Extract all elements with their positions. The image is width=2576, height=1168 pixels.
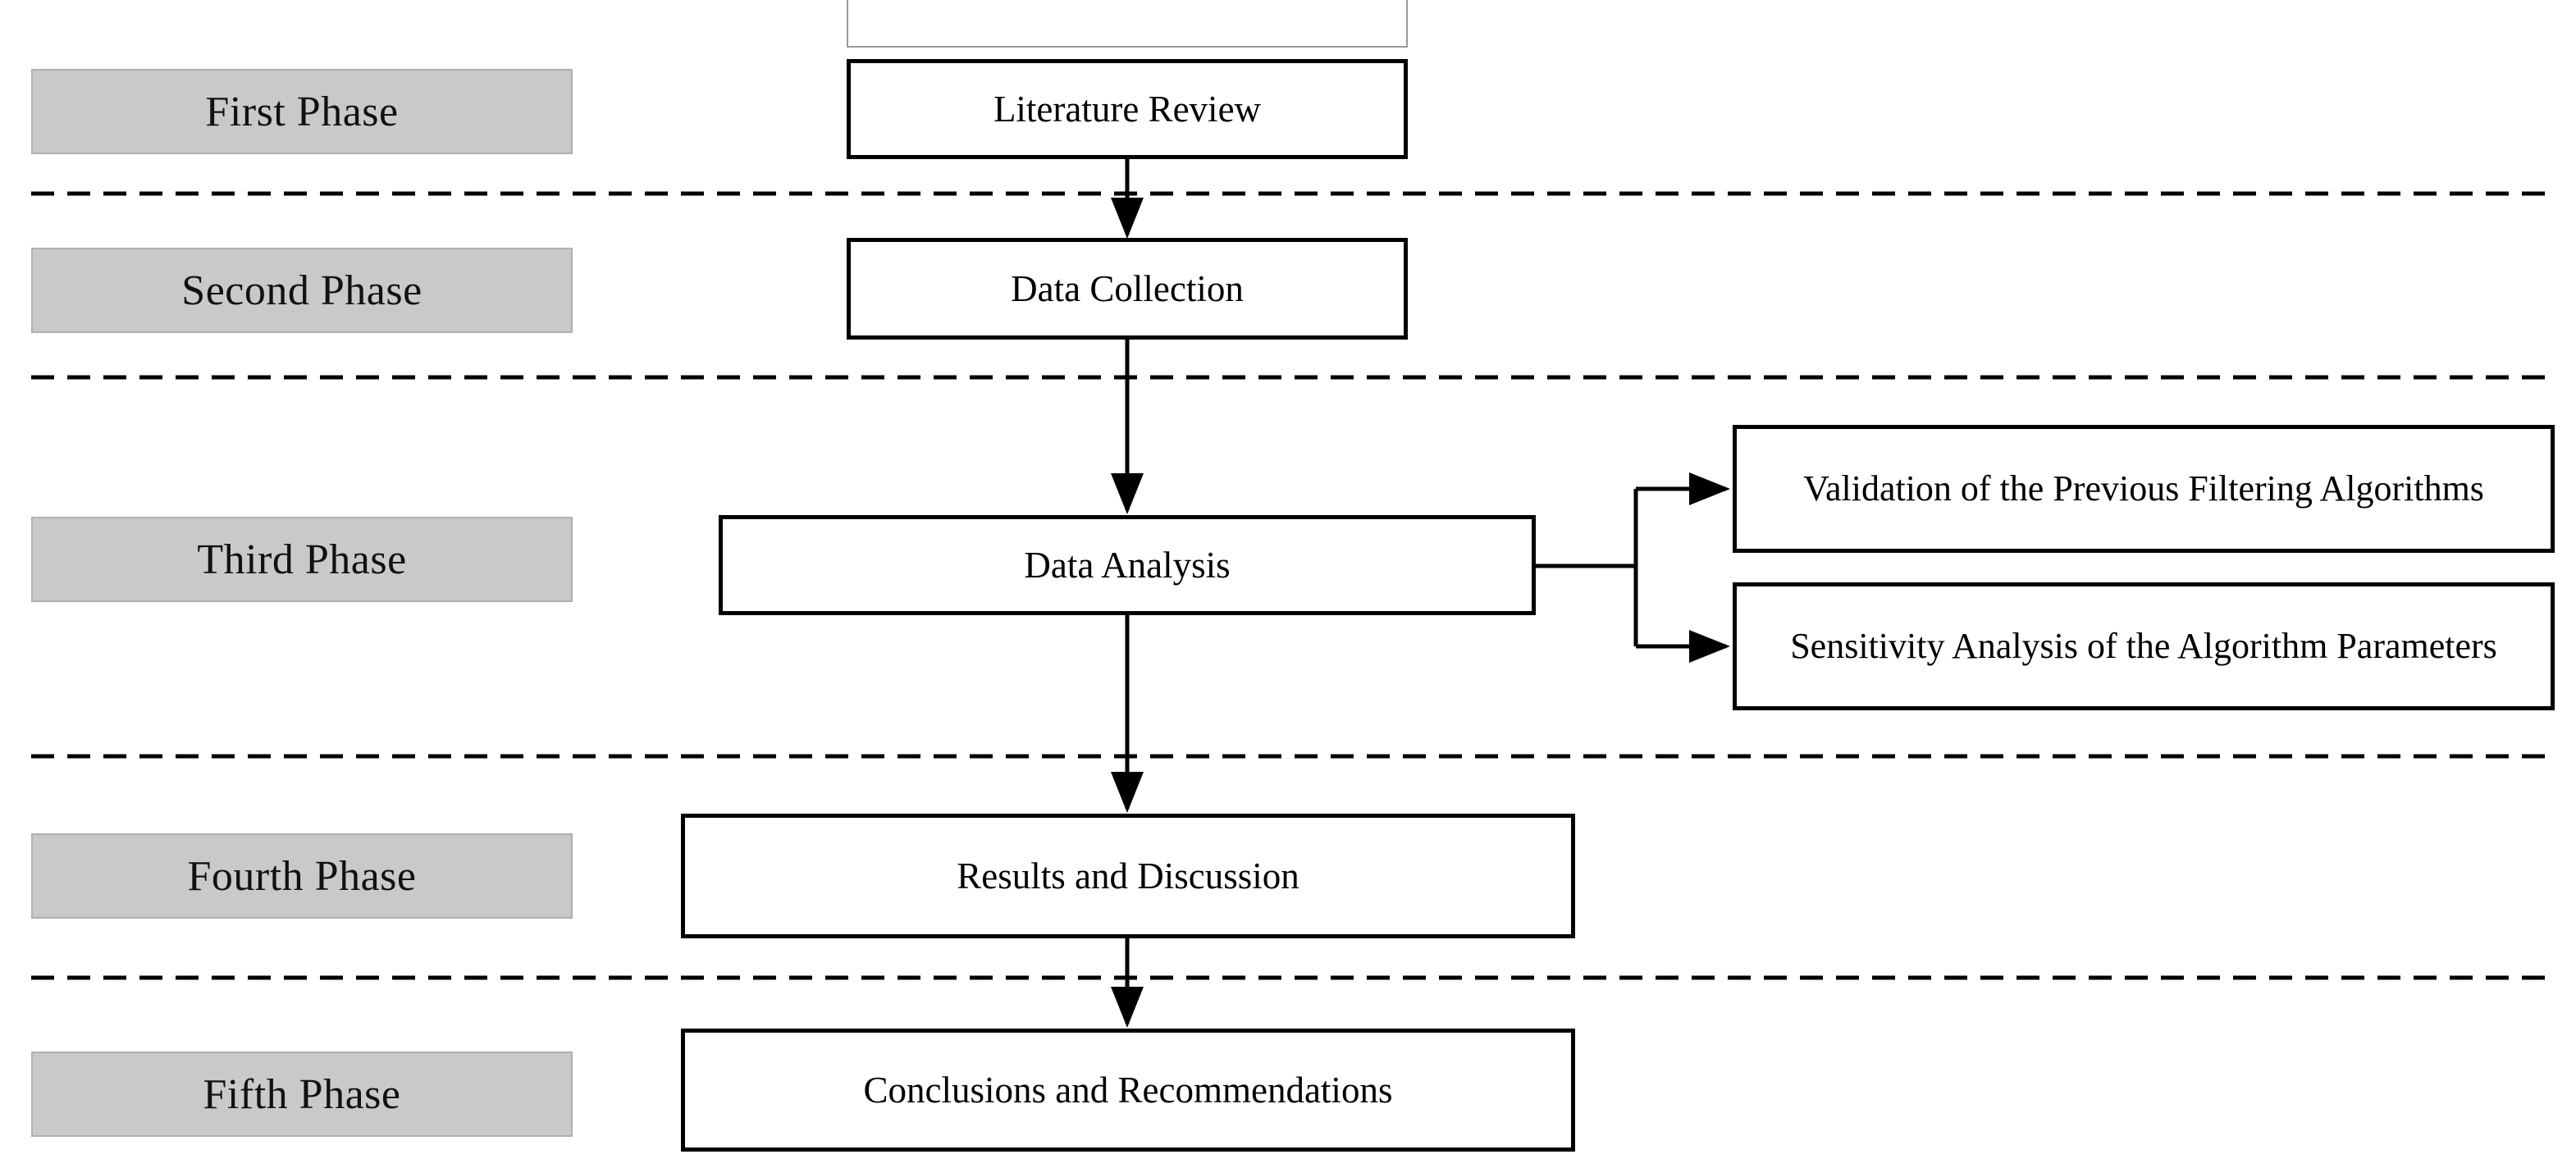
cropped-box-remnant [847,0,1408,48]
phase-label-third: Third Phase [31,517,573,602]
box-validation: Validation of the Previous Filtering Alg… [1733,425,2555,553]
box-sensitivity-analysis: Sensitivity Analysis of the Algorithm Pa… [1733,582,2555,710]
phase-label-fifth: Fifth Phase [31,1052,573,1137]
phase-label-second: Second Phase [31,248,573,333]
box-data-analysis: Data Analysis [719,515,1536,615]
phase-label-fourth: Fourth Phase [31,833,573,919]
box-data-collection: Data Collection [847,238,1408,340]
box-conclusions-recommendations: Conclusions and Recommendations [681,1029,1575,1152]
phase-label-first: First Phase [31,69,573,154]
box-literature-review: Literature Review [847,59,1408,159]
box-results-discussion: Results and Discussion [681,814,1575,938]
